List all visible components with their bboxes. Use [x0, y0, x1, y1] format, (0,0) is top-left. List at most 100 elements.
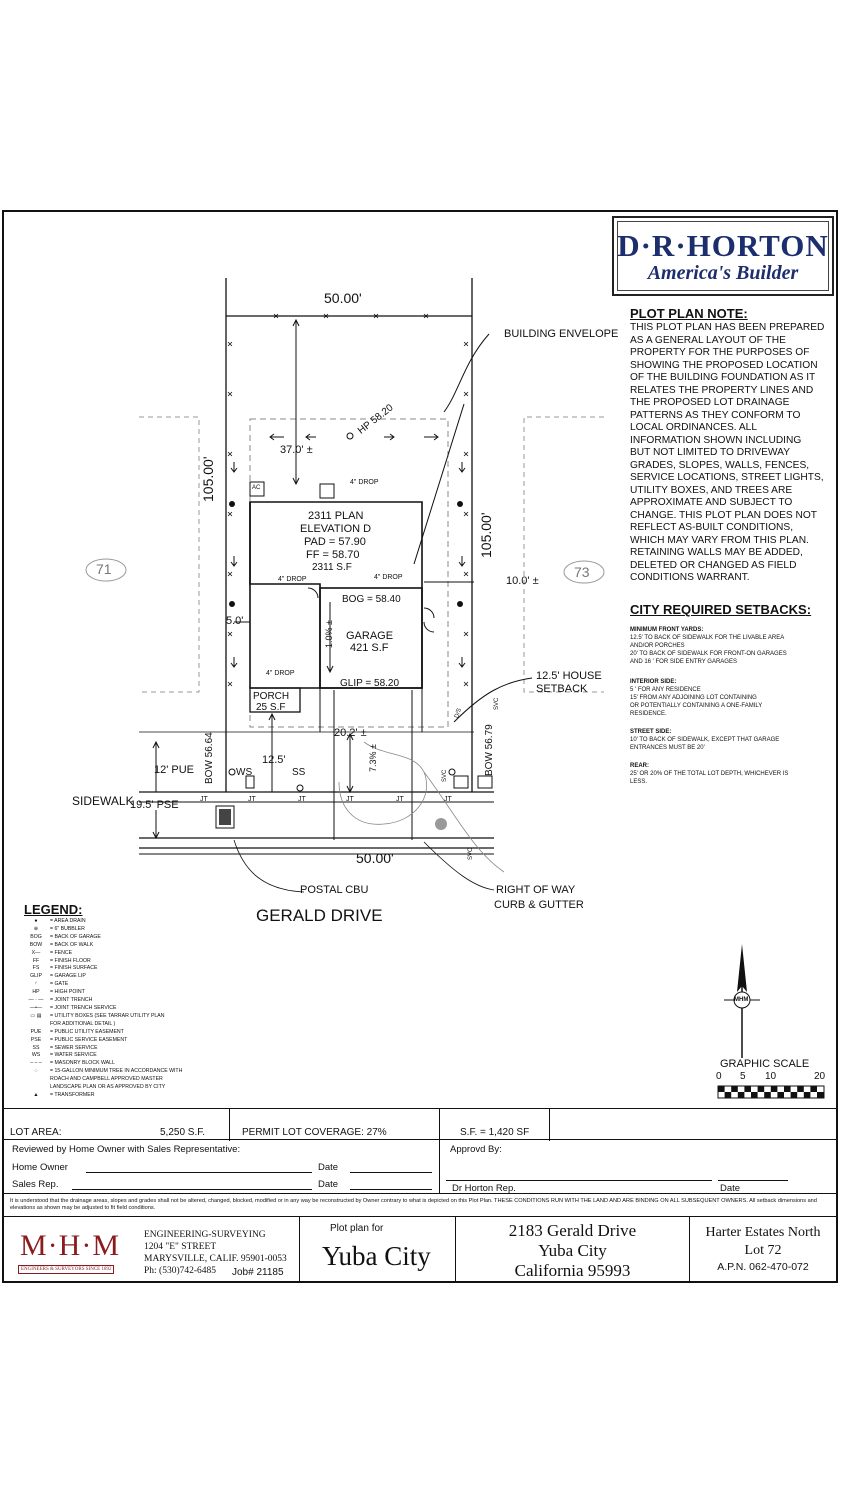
setback-line: 25' OR 20% OF THE TOTAL LOT DEPTH, WHICH…	[630, 771, 789, 777]
lot-coverage-cell: PERMIT LOT COVERAGE: 27%	[230, 1109, 440, 1141]
note-line: CHANGE. THIS PLOT PLAN DOES NOT	[630, 509, 818, 521]
garage-slope: 1.0% ±	[324, 620, 334, 648]
plot-plan-for-cell: Plot plan for Yuba City	[300, 1217, 456, 1281]
house-square-feet: 2311 S.F	[312, 562, 352, 573]
date-label: Date	[318, 1162, 339, 1173]
homeowner-review: Reviewed by Home Owner with Sales Repres…	[4, 1140, 440, 1194]
setback-line: 5 ' FOR ANY RESIDENCE	[630, 687, 701, 693]
legend-title: LEGEND:	[24, 902, 83, 917]
note-line: BUT NOT LIMITED TO DRIVEWAY	[630, 447, 791, 458]
legend-item: LANDSCAPE PLAN OR AS APPROVED BY CITY	[50, 1084, 166, 1091]
garage-label: GARAGE	[346, 630, 394, 642]
date-line	[350, 1189, 432, 1190]
legend-item: — · —= JOINT TRENCH	[28, 997, 93, 1004]
note-line: AS A GENERAL LAYOUT OF THE	[630, 334, 786, 346]
firm-row: M·H·M ENGINEERS & SURVEYORS SINCE 1892 E…	[4, 1216, 836, 1281]
setback-heading: REAR:	[630, 763, 649, 769]
graphic-scale-title: GRAPHIC SCALE	[720, 1058, 810, 1070]
legend-item: PSE= PUBLIC SERVICE EASEMENT	[30, 1036, 128, 1043]
firm-cell: M·H·M ENGINEERS & SURVEYORS SINCE 1892 E…	[4, 1217, 300, 1281]
front-setback: 12.5'	[262, 754, 286, 766]
setback-heading: MINIMUM FRONT YARDS:	[630, 627, 704, 633]
pue-label: 12' PUE	[154, 764, 195, 776]
review-row: Reviewed by Home Owner with Sales Repres…	[4, 1140, 836, 1194]
lot-71-label: 71	[96, 561, 112, 577]
approved-by-label: Approvd By:	[450, 1144, 502, 1155]
legend-item: FF= FINISH FLOOR	[32, 957, 91, 964]
site-address-line: Yuba City	[538, 1241, 607, 1260]
north-arrow-icon	[724, 944, 760, 1058]
setback-line: RESIDENCE.	[630, 711, 667, 717]
note-line: LOCAL ORDINANCES. ALL	[630, 422, 758, 433]
legend-item: WS= WATER SERVICE	[31, 1052, 97, 1059]
date-label: Date	[318, 1179, 339, 1190]
setback-line: ENTRANCES MUST BE 20'	[630, 745, 705, 751]
firm-address: ENGINEERING-SURVEYING 1204 "E" STREET MA…	[144, 1229, 287, 1277]
legend-item: ROACH AND CAMPBELL APPROVED MASTER	[50, 1076, 163, 1083]
service-label: SVC	[494, 697, 500, 710]
finish-floor: FF = 58.70	[306, 549, 360, 561]
site-address-cell: 2183 Gerald Drive Yuba City California 9…	[456, 1217, 690, 1281]
setback-line: 15' FROM ANY ADJOINING LOT CONTAINING	[630, 695, 757, 701]
brand-tagline: America's Builder	[647, 262, 799, 284]
setback-heading: INTERIOR SIDE:	[630, 679, 677, 685]
dr-horton-logo: D·R·HORTON America's Builder	[612, 216, 834, 296]
right-side-setback: 10.0' ±	[506, 575, 539, 587]
right-of-way-label: RIGHT OF WAY	[496, 884, 576, 896]
site-plan-drawing	[85, 278, 605, 893]
lot-area-cell: LOT AREA: 5,250 S.F.	[4, 1109, 230, 1141]
job-number: Job# 21185	[232, 1267, 284, 1278]
porch-label: PORCH	[253, 691, 290, 702]
back-of-walk-right: BOW 56.79	[484, 724, 495, 776]
setback-line: LESS.	[630, 779, 648, 785]
bottom-width-dimension: 50.00'	[356, 850, 394, 866]
drop-label: 4" DROP	[350, 479, 379, 486]
home-owner-label: Home Owner	[12, 1162, 68, 1173]
joint-trench-label: JT	[396, 796, 404, 803]
legend-item: ◌= 15-GALLON MINIMUM TREE IN ACCORDANCE …	[34, 1068, 183, 1075]
review-heading: Reviewed by Home Owner with Sales Repres…	[12, 1144, 241, 1155]
note-line: INFORMATION SHOWN INCLUDING	[630, 434, 802, 446]
square-feet-cell: S.F. = 1,420 SF	[440, 1109, 550, 1141]
joint-trench-label: JT	[298, 796, 306, 803]
house-setback-label: SETBACK	[536, 683, 588, 695]
setback-line: 12.5' TO BACK OF SIDEWALK FOR THE LIVABL…	[630, 635, 785, 641]
phone: Ph: (530)742-6485	[144, 1266, 217, 1276]
left-depth-dimension: 105.00'	[200, 456, 216, 503]
apn-number: A.P.N. 062-470-072	[717, 1261, 809, 1273]
porch-square-feet: 25 S.F	[256, 702, 286, 713]
legend-item: ●= AREA DRAIN	[34, 918, 86, 924]
note-line: THE PROPOSED LOT DRAINAGE	[630, 397, 790, 408]
left-side-setback: 5.0'	[226, 615, 244, 627]
lot-area-value: 5,250 S.F.	[160, 1127, 206, 1138]
address-line: MARYSVILLE, CALIF. 95901-0053	[144, 1254, 287, 1264]
house-setback-label: 12.5' HOUSE	[536, 670, 602, 682]
scale-tick: 5	[740, 1071, 746, 1082]
address-line: 1204 "E" STREET	[144, 1242, 217, 1252]
plot-plan-note-title: PLOT PLAN NOTE:	[630, 306, 748, 321]
legend-item: ⊕= 6" BUBBLER	[33, 925, 85, 932]
setback-line: 20' TO BACK OF SIDEWALK FOR FRONT-ON GAR…	[630, 651, 787, 657]
note-line: RETAINING WALLS MAY BE ADDED,	[630, 547, 803, 558]
back-of-garage-elevation: BOG = 58.40	[342, 594, 401, 605]
setback-line: OR POTENTIALLY CONTAINING A ONE-FAMILY	[630, 703, 763, 709]
joint-trench-label: JT	[346, 796, 354, 803]
setback-line: 10' TO BACK OF SIDEWALK, EXCEPT THAT GAR…	[630, 737, 780, 743]
plot-plan-note-text: THIS PLOT PLAN HAS BEEN PREPARED AS A GE…	[630, 322, 836, 585]
building-envelope-label: BUILDING ENVELOPE	[504, 328, 619, 340]
approval-date-line	[718, 1180, 788, 1181]
lot-summary-row: LOT AREA: 5,250 S.F. PERMIT LOT COVERAGE…	[4, 1108, 836, 1141]
note-line: THIS PLOT PLAN HAS BEEN PREPARED	[630, 322, 825, 333]
legend-item: ▲= TRANSFORMER	[33, 1091, 95, 1098]
legend-item: FOR ADDITIONAL DETAIL )	[50, 1020, 116, 1027]
legend-item: PUE= PUBLIC UTILITY EASEMENT	[30, 1028, 124, 1035]
mhm-logo-subtitle: ENGINEERS & SURVEYORS SINCE 1892	[18, 1265, 115, 1274]
legend-item: GLIP= GARAGE LIP	[30, 973, 86, 980]
drop-label: 4" DROP	[374, 574, 403, 581]
rear-setback-label: 37.0' ±	[280, 444, 313, 456]
legend-item: BOG= BACK OF GARAGE	[30, 933, 101, 940]
top-width-dimension: 50.00'	[324, 290, 362, 306]
note-line: SHOWING THE PROPOSED LOCATION	[630, 359, 818, 371]
elevation-label: ELEVATION D	[300, 523, 372, 535]
note-line: PROPERTY FOR THE PURPOSES OF	[630, 347, 810, 358]
